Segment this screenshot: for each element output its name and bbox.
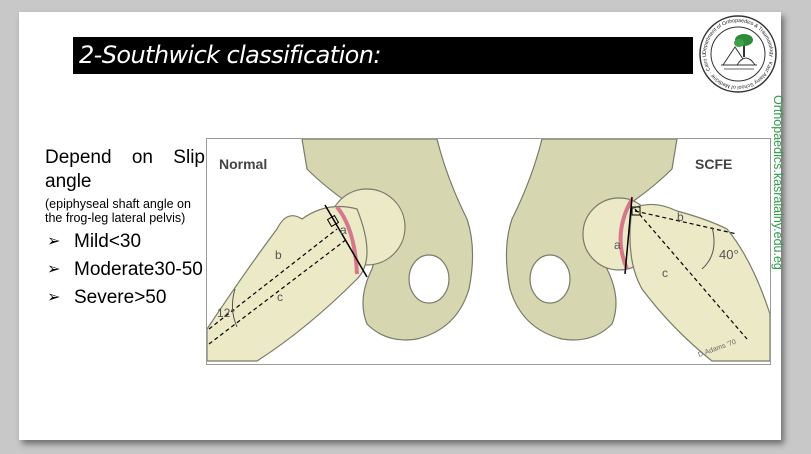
pyramid-tree-seal-icon: Department of Orthopaedics & Traumatolog… bbox=[696, 9, 777, 93]
sub-text: (epiphyseal shaft angle on the frog-leg … bbox=[45, 197, 191, 225]
left-obturator bbox=[408, 254, 450, 304]
left-angle-arc bbox=[231, 288, 238, 328]
right-angle-label: 40° bbox=[719, 247, 739, 262]
arrow-bullet-icon: ➢ bbox=[47, 233, 61, 250]
left-angle-label: 12° bbox=[217, 306, 235, 320]
hip-diagram: 12° a b c Normal 40° a b c SCFE D.Adams … bbox=[206, 138, 771, 365]
classification-list: ➢ Mild<30 ➢ Moderate30-50 ➢ Severe>50 bbox=[45, 230, 205, 310]
right-ref-line bbox=[634, 210, 738, 235]
list-item: ➢ Mild<30 bbox=[47, 231, 142, 252]
hip-illustration: 12° a b c Normal 40° a b c SCFE D.Adams … bbox=[206, 138, 771, 362]
right-mark-a: a bbox=[614, 238, 621, 252]
scfe-label: SCFE bbox=[695, 156, 732, 172]
slide: 2-Southwick classification: Department o… bbox=[19, 9, 785, 440]
list-item: ➢ Severe>50 bbox=[47, 287, 167, 308]
slide-title: 2-Southwick classification: bbox=[79, 41, 381, 69]
content-text: Depend on Slip angle (epiphyseal shaft a… bbox=[45, 146, 205, 314]
left-mark-a: a bbox=[340, 223, 347, 237]
left-right-angle-marker bbox=[326, 214, 340, 228]
lead-text: Depend on Slip angle bbox=[45, 147, 205, 192]
right-mark-b: b bbox=[677, 210, 684, 224]
arrow-bullet-icon: ➢ bbox=[47, 289, 61, 306]
right-cartilage bbox=[618, 198, 634, 270]
right-angle-arc bbox=[701, 226, 715, 270]
list-item: ➢ Moderate30-50 bbox=[47, 259, 203, 280]
right-obturator bbox=[529, 254, 571, 304]
normal-label: Normal bbox=[219, 156, 267, 172]
left-mark-b: b bbox=[275, 248, 282, 262]
website-url: Orthopaedics.kasralainy.edu.eg bbox=[771, 95, 785, 270]
arrow-bullet-icon: ➢ bbox=[47, 261, 61, 278]
right-axis-line bbox=[634, 208, 748, 340]
left-axis-line bbox=[208, 238, 348, 345]
left-mark-c: c bbox=[277, 290, 283, 304]
left-cartilage bbox=[335, 205, 359, 275]
left-ref-line bbox=[208, 228, 338, 330]
right-physis-line bbox=[624, 196, 633, 275]
right-mark-c: c bbox=[662, 266, 668, 280]
right-right-angle-marker bbox=[631, 206, 641, 216]
title-bar: 2-Southwick classification: bbox=[73, 37, 693, 74]
department-logo: Department of Orthopaedics & Traumatolog… bbox=[696, 9, 779, 95]
